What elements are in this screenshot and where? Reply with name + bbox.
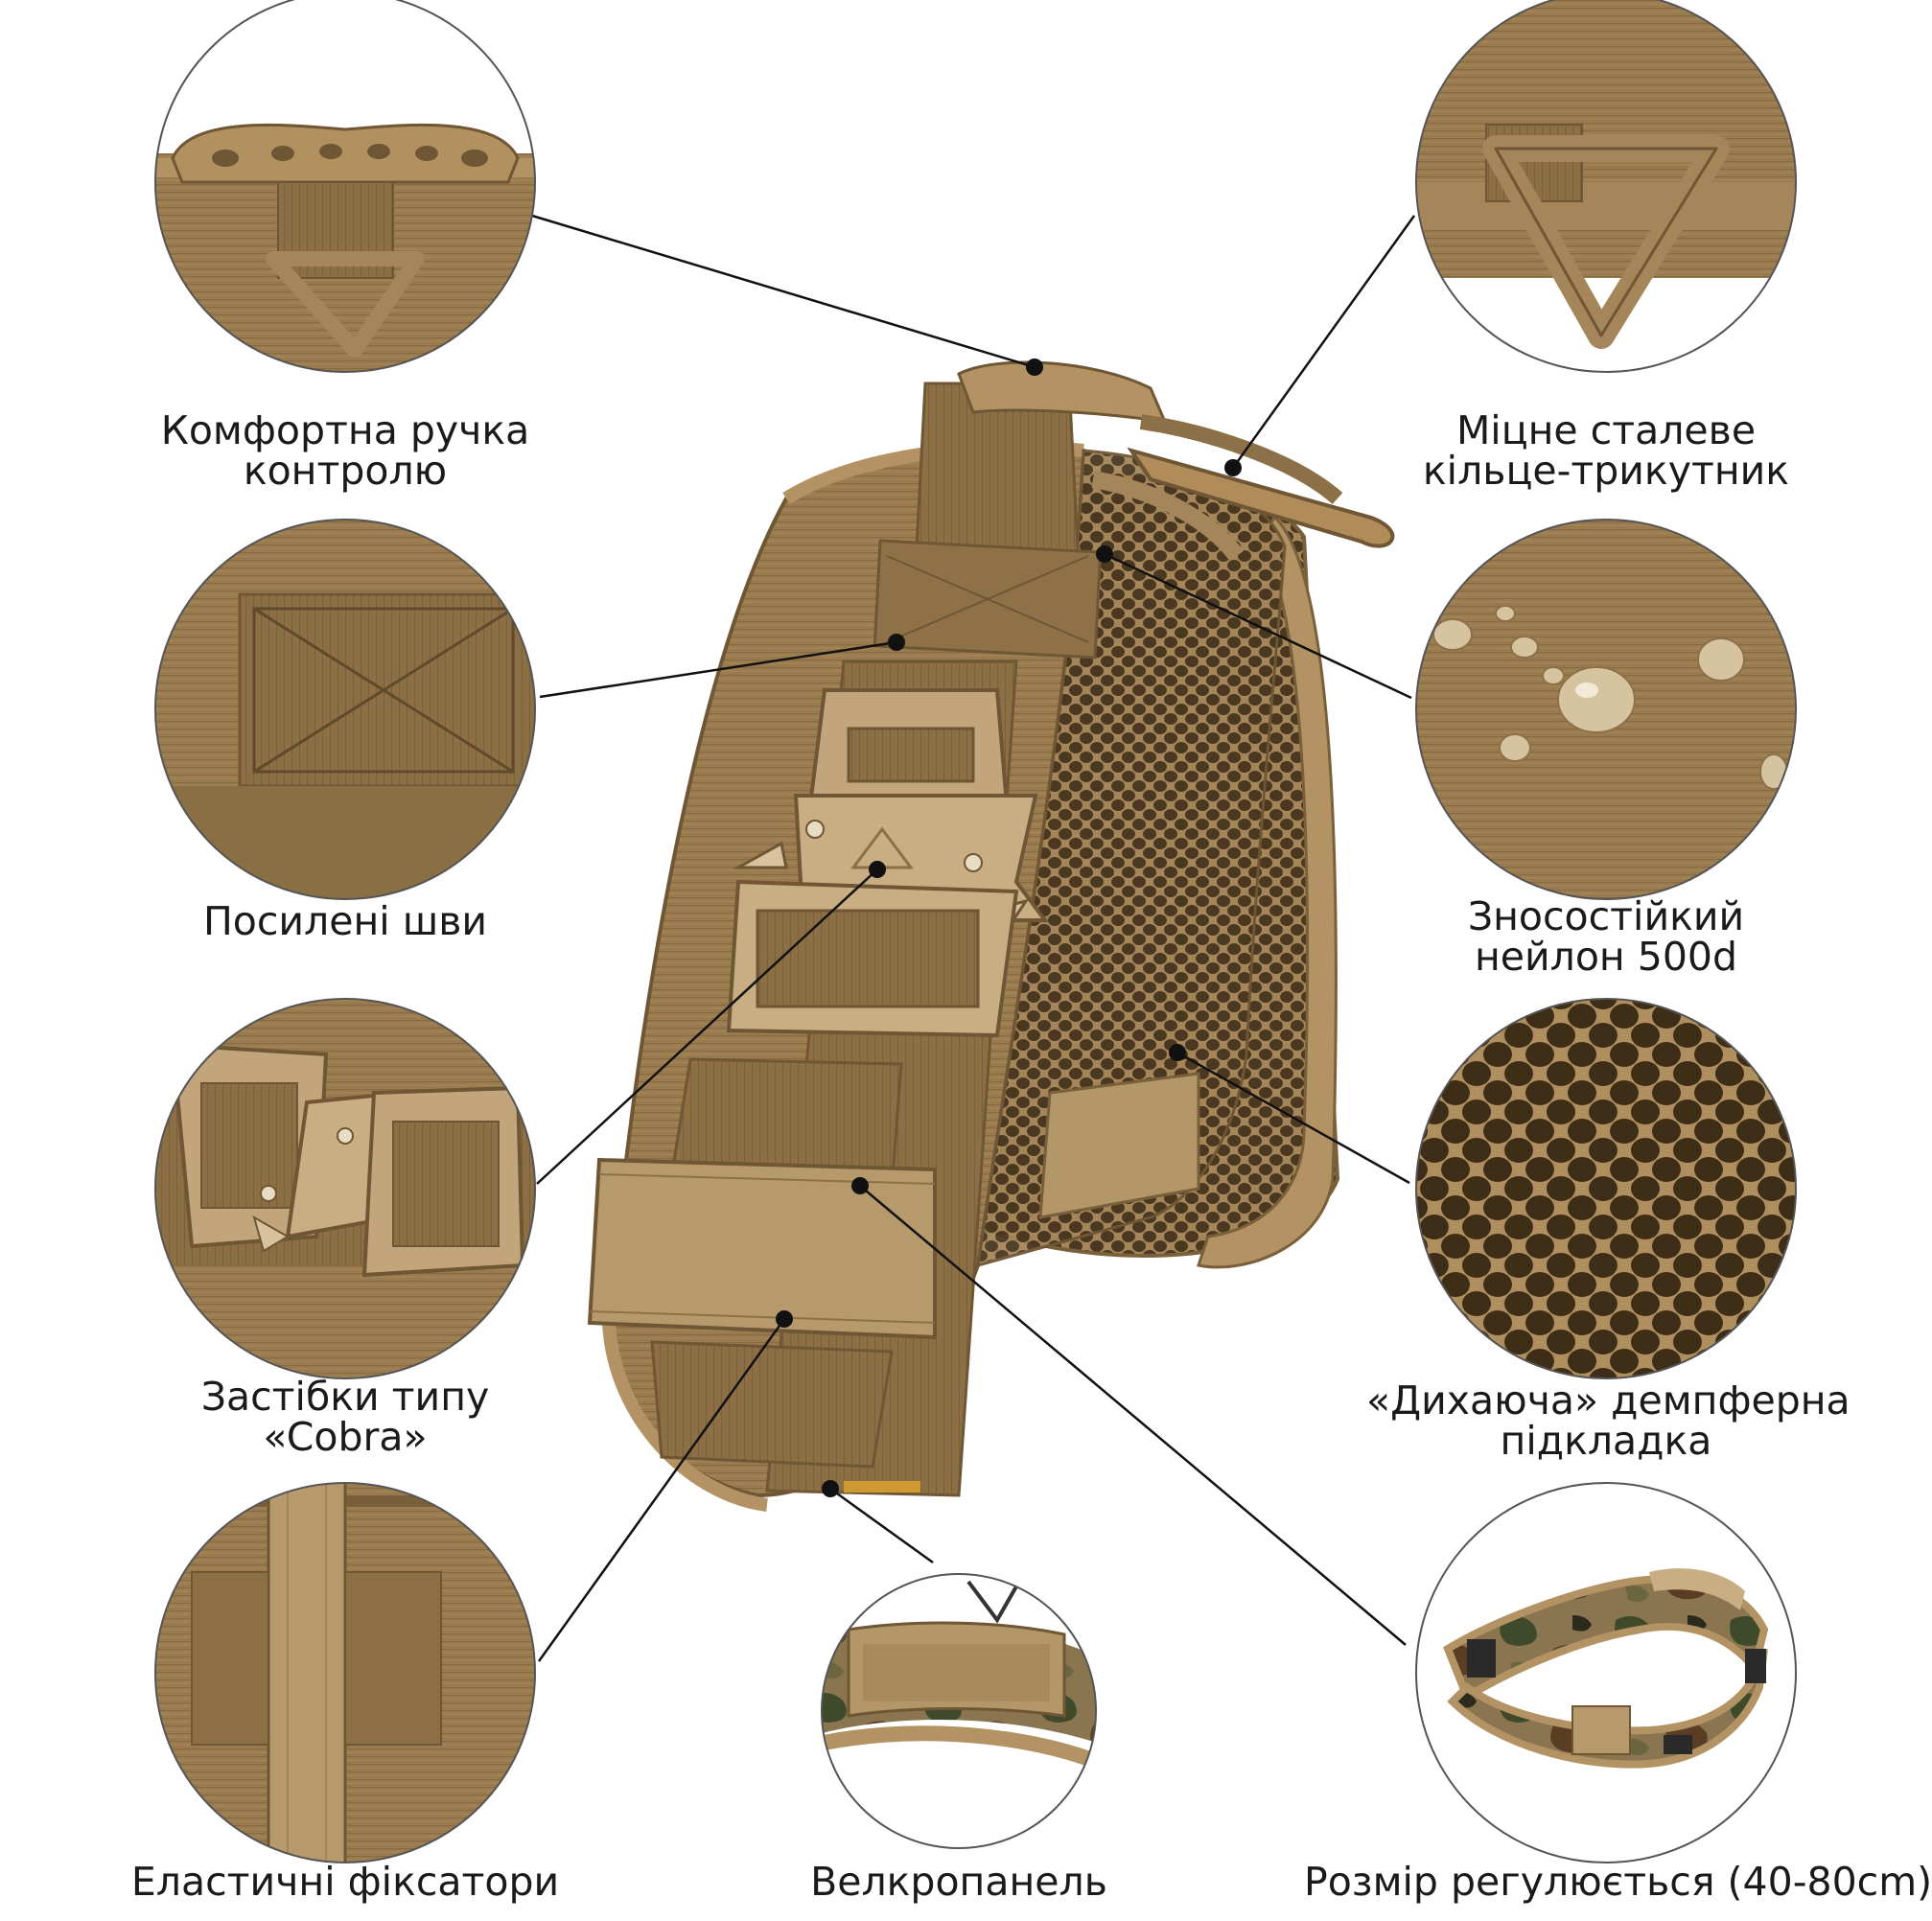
feature-label-size: Розмір регулюється (40-80cm) <box>1304 1859 1932 1905</box>
connector-velcro <box>829 1487 934 1564</box>
connector-cobra <box>536 868 878 1185</box>
mesh-padding-photo <box>1415 998 1797 1379</box>
connector-seams <box>539 640 897 699</box>
main-collar-photo <box>587 360 1395 1512</box>
feature-label-elastic: Еластичні фіксатори <box>130 1859 560 1905</box>
feature-label-seams: Посилені шви <box>202 898 488 944</box>
feature-label-cobra: Застібки типу «Cobra» <box>200 1374 490 1460</box>
adjustable-collar-photo <box>1415 1482 1797 1863</box>
reinforced-stitching-photo <box>154 519 536 900</box>
feature-label-ring: Міцне сталеве кільце-трикутник <box>1422 407 1790 494</box>
triangle-ring-photo <box>1415 0 1797 373</box>
feature-label-velcro: Велкропанель <box>810 1859 1107 1905</box>
connector-nylon <box>1104 552 1412 700</box>
connector-ring <box>1231 215 1416 469</box>
control-handle-photo <box>154 0 536 373</box>
elastic-keeper-photo <box>154 1482 536 1863</box>
connector-elastic <box>537 1318 786 1662</box>
cobra-buckle-photo <box>154 998 536 1379</box>
connector-size <box>859 1185 1407 1646</box>
velcro-panel-photo <box>821 1573 1097 1849</box>
connector-lines <box>522 211 1416 1662</box>
main-cobra-buckle <box>726 688 1049 1038</box>
feature-label-nylon: Зносостійкий нейлон 500d <box>1467 893 1745 980</box>
connector-handle <box>522 211 1036 369</box>
feature-label-handle: Комфортна ручка контролю <box>160 407 530 494</box>
connector-dots <box>776 359 1242 1497</box>
connector-padding <box>1176 1051 1410 1185</box>
feature-label-padding: «Дихаюча» демпферна підкладка <box>1366 1377 1851 1464</box>
nylon-water-drops-photo <box>1415 519 1797 900</box>
